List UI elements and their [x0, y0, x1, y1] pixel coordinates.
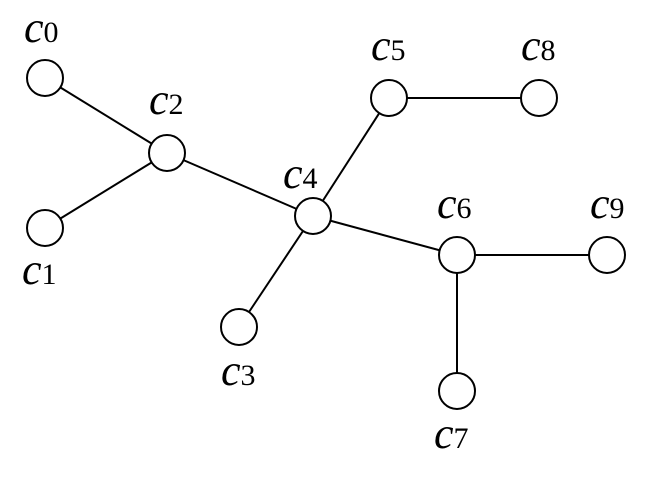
- edge-c4-c6: [312, 215, 458, 256]
- node-c3: [220, 308, 258, 346]
- label-c2: c2: [149, 75, 184, 124]
- node-c5: [370, 79, 408, 117]
- node-c2: [148, 134, 186, 172]
- label-c0: c0: [24, 3, 59, 52]
- edge-c4-c5: [312, 97, 390, 217]
- label-c4: c4: [283, 149, 318, 198]
- node-c4: [294, 197, 332, 235]
- node-c0: [26, 59, 64, 97]
- nodes: [26, 59, 626, 410]
- label-c7: c7: [434, 409, 469, 458]
- label-c6: c6: [437, 179, 472, 228]
- label-c9: c9: [590, 179, 625, 228]
- edge-c3-c4: [238, 215, 314, 328]
- labels: c0 c1 c2 c3 c4 c5 c6 c7 c8 c9: [22, 3, 625, 458]
- label-c1: c1: [22, 245, 57, 294]
- node-c1: [26, 209, 64, 247]
- label-c3: c3: [221, 346, 256, 395]
- node-c6: [438, 236, 476, 274]
- node-c7: [438, 372, 476, 410]
- node-c8: [520, 79, 558, 117]
- label-c8: c8: [521, 21, 556, 70]
- edge-c1-c2: [44, 152, 168, 229]
- edge-c2-c4: [166, 152, 314, 217]
- node-c9: [588, 236, 626, 274]
- edge-c0-c2: [44, 77, 168, 154]
- label-c5: c5: [371, 21, 406, 70]
- edges: [44, 77, 607, 391]
